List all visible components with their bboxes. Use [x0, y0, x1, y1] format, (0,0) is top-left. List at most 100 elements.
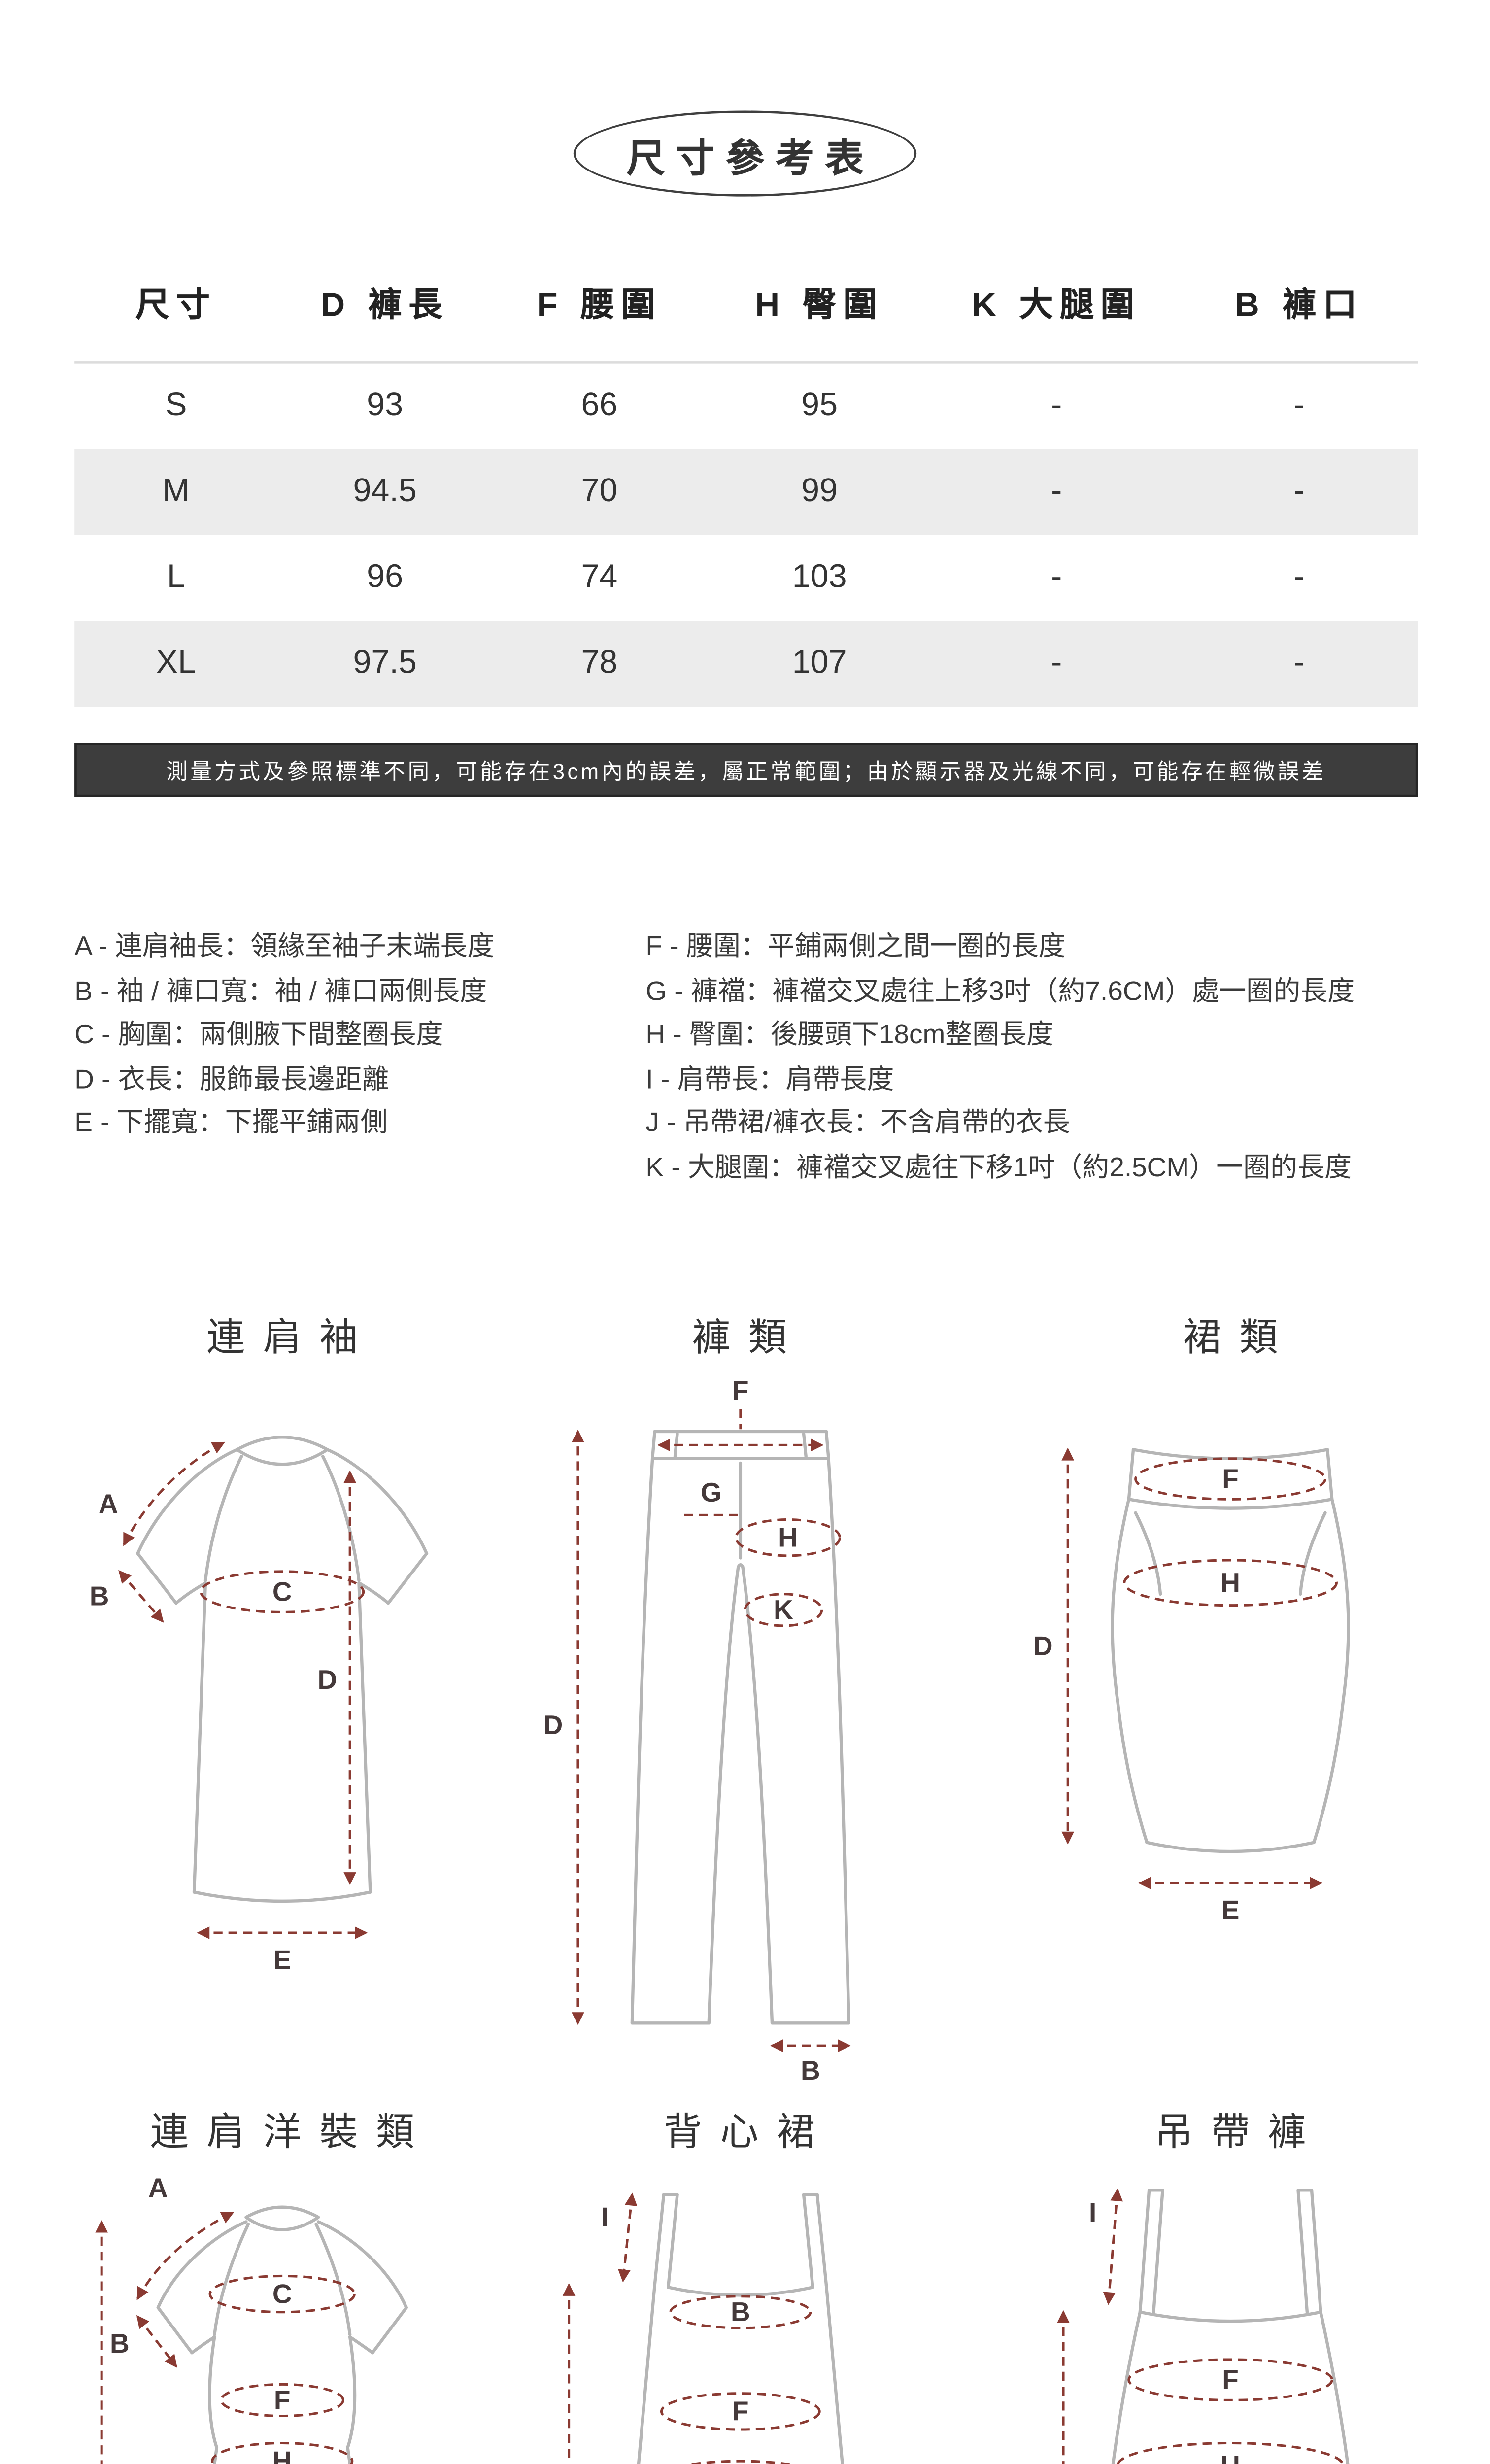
diagram-title: 背心裙 — [664, 2111, 833, 2155]
cell: 97.5 — [353, 646, 417, 682]
raglan-top-drawing: A B C D E — [85, 1436, 429, 1979]
legend-item-c: C - 胸圍：兩側腋下間整圈長度 — [74, 1018, 443, 1050]
label-A: A — [148, 2172, 168, 2203]
header-divider — [74, 361, 1418, 364]
cell: XL — [156, 646, 197, 682]
vest-dress-drawing: I B F H J E — [561, 2192, 843, 2464]
table-row-m: M 94.5 70 99 - - — [74, 449, 1418, 535]
table-row-s: S 93 66 95 - - — [74, 364, 1418, 449]
diagram-title: 吊帶褲 — [1154, 2111, 1324, 2155]
cell: 103 — [792, 560, 847, 596]
garment-outline — [1111, 2189, 1350, 2464]
raglan-dress-drawing: A B C F H D E — [95, 2168, 408, 2464]
label-A: A — [99, 1488, 118, 1519]
size-table-header: 尺寸 D 褲長 F 腰圍 H 臀圍 K 大腿圍 B 褲口 — [74, 264, 1418, 341]
pants-drawing: F G H K D B — [538, 1373, 850, 2087]
col-header-length: D 褲長 — [320, 285, 449, 324]
cell: 70 — [581, 474, 618, 511]
cell: - — [1293, 474, 1305, 511]
cell: - — [1051, 388, 1062, 425]
label-F: F — [1222, 2364, 1239, 2395]
legend-item-h: H - 臀圍：後腰頭下18cm整圈長度 — [645, 1018, 1054, 1050]
measurement-marks: A B C F H D E — [95, 2168, 356, 2464]
garment-outline — [136, 1436, 429, 1903]
label-B: B — [90, 1581, 109, 1611]
label-H: H — [777, 1522, 797, 1553]
cell: 78 — [581, 646, 618, 682]
label-H: H — [1220, 2450, 1240, 2464]
cell: 66 — [581, 388, 618, 425]
diagram-title: 裙類 — [1183, 1316, 1296, 1360]
legend-item-g: G - 褲襠：褲襠交叉處往上移3吋（約7.6CM）處一圈的長度 — [645, 974, 1355, 1006]
cell: 96 — [367, 560, 404, 596]
garment-outline — [636, 2193, 843, 2464]
label-F: F — [731, 2396, 748, 2427]
cell: - — [1293, 560, 1305, 596]
measurement-marks: A B C D E — [85, 1441, 368, 1979]
diagram-vest-dress: 背心裙 — [508, 2100, 971, 2464]
legend-item-d: D - 衣長：服飾最長邊距離 — [74, 1062, 389, 1094]
notice-text: 測量方式及參照標準不同，可能存在3cm內的誤差，屬正常範圍；由於顯示器及光線不同… — [166, 761, 1326, 786]
label-E: E — [273, 1944, 291, 1975]
diagram-raglan-top: 連肩袖 — [57, 1305, 508, 2086]
measurement-notice-banner: 測量方式及參照標準不同，可能存在3cm內的誤差，屬正常範圍；由於顯示器及光線不同… — [74, 743, 1418, 797]
diagram-title: 連肩袖 — [206, 1316, 376, 1360]
label-D: D — [542, 1710, 562, 1740]
garment-outline — [1111, 1448, 1350, 1853]
label-E: E — [1221, 1895, 1240, 1925]
legend-item-k: K - 大腿圍：褲襠交叉處往下移1吋（約2.5CM）一圈的長度 — [645, 1150, 1352, 1182]
cell: 94.5 — [353, 474, 417, 511]
table-row-xl: XL 97.5 78 107 - - — [74, 620, 1418, 707]
label-G: G — [700, 1477, 721, 1507]
label-F: F — [731, 1375, 748, 1406]
col-header-hip: H 臀圍 — [755, 285, 884, 324]
diagram-skirt: 裙類 F — [971, 1305, 1490, 2086]
cell: 93 — [367, 388, 404, 425]
cell: 74 — [581, 560, 618, 596]
col-header-size: 尺寸 — [135, 285, 217, 324]
col-header-waist: F 腰圍 — [537, 285, 662, 324]
overalls-drawing: I F H K J B — [1057, 2188, 1350, 2464]
label-B: B — [800, 2055, 819, 2086]
label-H: H — [1220, 1567, 1240, 1598]
cell: - — [1051, 646, 1062, 682]
legend-item-b: B - 袖 / 褲口寬：袖 / 褲口兩側長度 — [74, 974, 487, 1006]
cell: 107 — [792, 646, 847, 682]
label-B: B — [730, 2296, 749, 2327]
legend-item-j: J - 吊帶裙/褲衣長：不含肩帶的衣長 — [645, 1106, 1070, 1138]
label-I: I — [1089, 2197, 1096, 2227]
measurement-marks: I B F H J E — [561, 2192, 820, 2464]
diagram-row-2: 連肩洋裝類 — [57, 2100, 1490, 2464]
cell: - — [1051, 560, 1062, 596]
legend-item-a: A - 連肩袖長：領緣至袖子末端長度 — [74, 930, 495, 962]
measurement-marks: I F H K J B — [1057, 2188, 1345, 2464]
table-row-l: L 96 74 103 - - — [74, 535, 1418, 621]
page-title: 尺寸參考表 — [626, 137, 875, 180]
diagram-raglan-dress: 連肩洋裝類 — [57, 2100, 508, 2464]
cell: - — [1051, 474, 1062, 511]
label-F: F — [274, 2385, 291, 2415]
cell: - — [1293, 388, 1305, 425]
label-C: C — [272, 2278, 292, 2309]
legend-item-f: F - 腰圍：平鋪兩側之間一圈的長度 — [645, 930, 1066, 962]
garment-outline — [156, 2205, 408, 2464]
label-C: C — [272, 1576, 292, 1607]
cell: M — [162, 474, 190, 511]
legend-item-i: I - 肩帶長：肩帶長度 — [645, 1062, 894, 1094]
col-header-hem: B 褲口 — [1235, 285, 1364, 324]
measurement-marks: F H D E — [1029, 1447, 1338, 1930]
label-F: F — [1222, 1463, 1239, 1494]
cell: - — [1293, 646, 1305, 682]
label-I: I — [600, 2202, 608, 2232]
measurement-marks: F G H K D B — [538, 1373, 850, 2087]
label-B: B — [110, 2328, 130, 2359]
page-title-oval: 尺寸參考表 — [573, 110, 917, 197]
label-K: K — [773, 1594, 792, 1625]
diagram-pants: 褲類 — [508, 1305, 971, 2087]
garment-outline — [629, 1430, 849, 2025]
cell: 95 — [801, 388, 838, 425]
measurement-legend: A - 連肩袖長：領緣至袖子末端長度 B - 袖 / 褲口寬：袖 / 褲口兩側長… — [74, 926, 1433, 1190]
label-H: H — [272, 2445, 292, 2464]
cell: S — [165, 388, 187, 425]
